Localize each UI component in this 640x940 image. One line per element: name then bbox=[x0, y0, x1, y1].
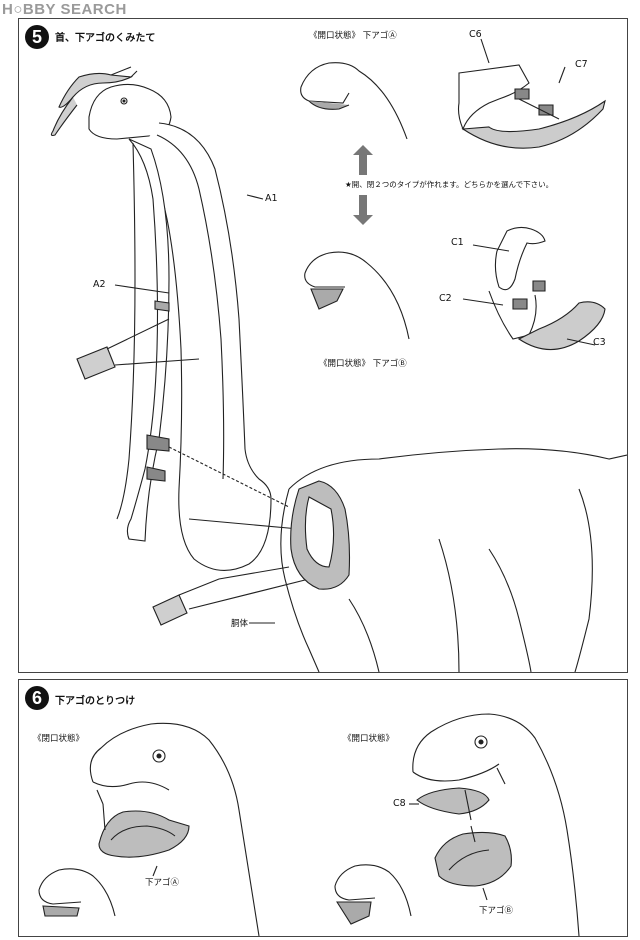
part-a1-label: A1 bbox=[265, 193, 278, 204]
jaw-a-part bbox=[98, 810, 190, 858]
closed-state-label: 《閉口状態》 bbox=[33, 734, 85, 744]
head-open-b bbox=[304, 251, 410, 340]
part-c2-label: C2 bbox=[439, 293, 452, 304]
part-c3-label: C3 bbox=[593, 337, 606, 348]
jaw-b-part bbox=[434, 831, 512, 887]
open-state-label: 《開口状態》 bbox=[343, 734, 395, 744]
step-5-number: 5 bbox=[25, 25, 49, 49]
head-small-right bbox=[334, 864, 412, 917]
step-6-title: 下アゴのとりつけ bbox=[55, 696, 136, 707]
step-6-number: 6 bbox=[25, 686, 49, 710]
hobbysearch-logo: H○BBY SEARCH bbox=[2, 1, 127, 18]
body-label: 胴体 bbox=[231, 619, 249, 629]
step-5-panel: 5 首、下アゴのくみたて 《開口状態》 下アゴⒶ 《開口状態》 下アゴⒷ ★開、… bbox=[18, 18, 628, 673]
jaw-a-label: 下アゴⒶ bbox=[145, 878, 180, 888]
neck-head-a1 bbox=[88, 83, 172, 140]
jaw-c1-c2-c3 bbox=[494, 226, 546, 291]
masking-tape-top bbox=[76, 346, 116, 380]
part-a2-label: A2 bbox=[93, 279, 106, 290]
step-6-panel: 6 下アゴのとりつけ 《閉口状態》 《開口状態》 下アゴⒶ C8 下アゴⒷ bbox=[18, 679, 628, 937]
part-c7-label: C7 bbox=[575, 59, 588, 70]
head-open-a bbox=[300, 62, 408, 140]
tongue-part bbox=[58, 72, 133, 108]
neck-a1 bbox=[138, 122, 272, 571]
jaw-b-label: 下アゴⒷ bbox=[479, 906, 514, 916]
masking-tape-bottom bbox=[152, 594, 188, 626]
step-5-illustration bbox=[50, 38, 627, 672]
open-state-bottom-label: 《開口状態》 下アゴⒷ bbox=[319, 359, 407, 369]
step-6-illustration bbox=[38, 713, 580, 936]
part-c8-label: C8 bbox=[393, 798, 406, 809]
step-5-title: 首、下アゴのくみたて bbox=[55, 33, 156, 44]
dinosaur-body bbox=[280, 448, 627, 672]
part-c1-label: C1 bbox=[451, 237, 464, 248]
part-c6-label: C6 bbox=[469, 29, 482, 40]
head-small-left bbox=[38, 868, 116, 917]
head-open-right bbox=[412, 713, 580, 936]
open-state-top-label: 《開口状態》 下アゴⒶ bbox=[309, 31, 397, 41]
open-close-note: ★開、閉２つのタイプが作れます。どちらかを選んで下さい。 bbox=[345, 180, 554, 189]
